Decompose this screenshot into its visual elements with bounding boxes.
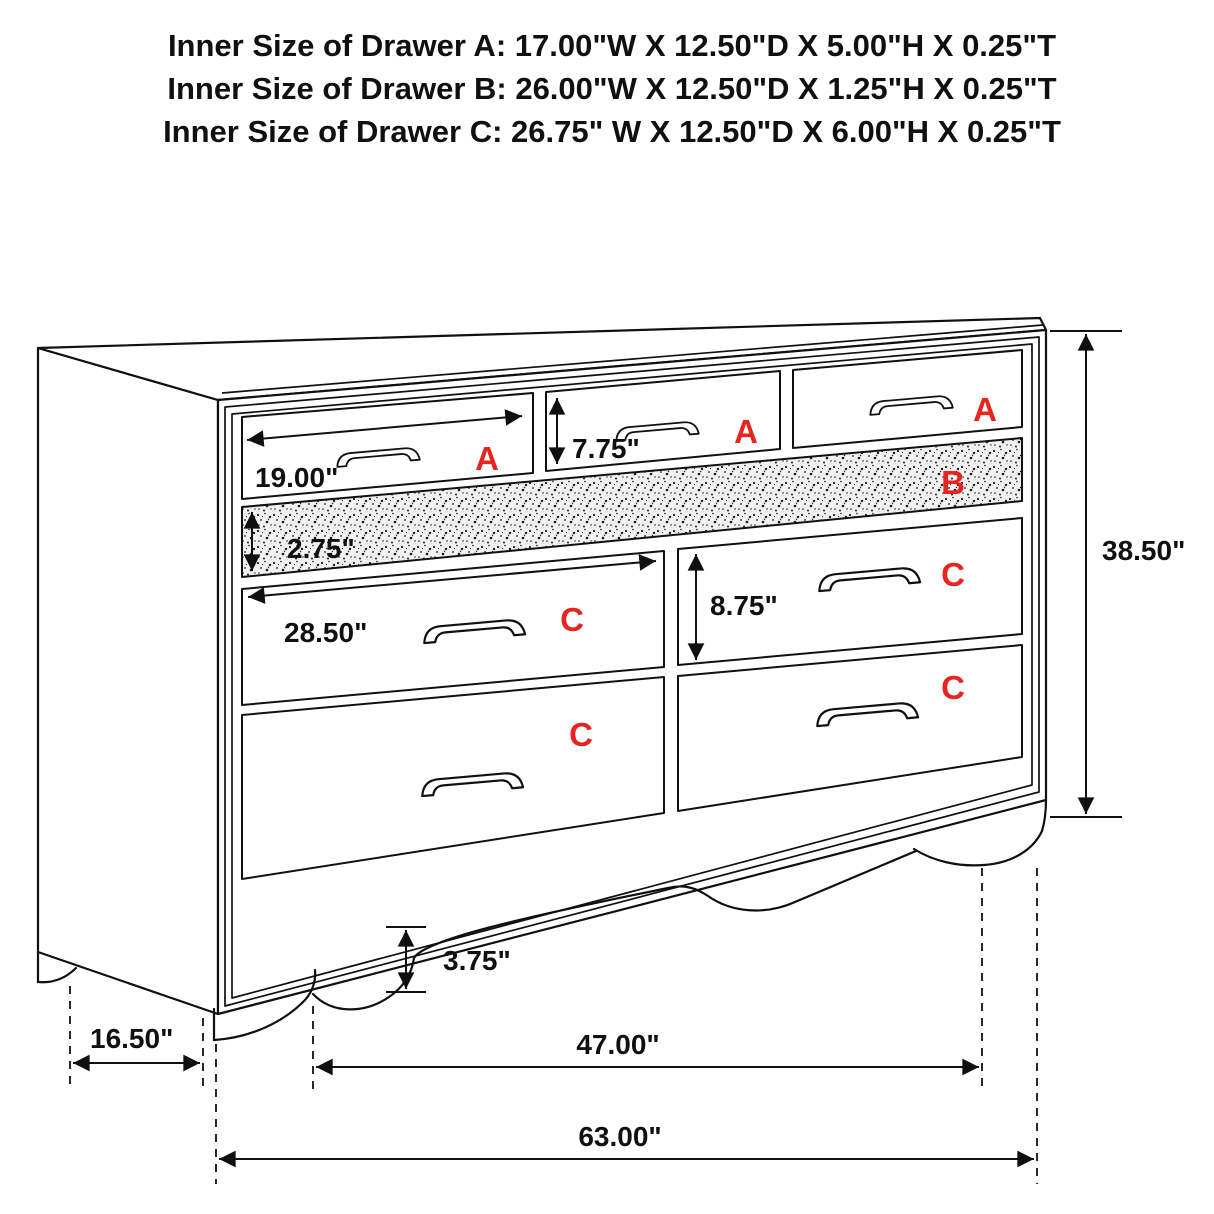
drawer-a1-handle <box>336 447 421 468</box>
drawer-c2-left-handle <box>421 772 525 798</box>
drawer-a1-label: A <box>475 440 499 477</box>
dim-arrow-drawer-c-width <box>247 554 657 604</box>
drawer-c1-right <box>677 517 1023 666</box>
dim-label-overall-height: 38.50" <box>1102 535 1185 566</box>
left-front-foot <box>212 968 317 1042</box>
dim-label-drawer-c-height: 8.75" <box>710 590 778 621</box>
dim-label-drawer-a-height: 7.75" <box>572 433 640 464</box>
drawer-c1-right-label: C <box>941 556 965 593</box>
drawer-c1-left-handle <box>423 619 527 645</box>
drawer-a2-label: A <box>734 413 758 450</box>
drawer-a3-label: A <box>973 391 997 428</box>
dim-label-drawer-a-width: 19.00" <box>255 462 338 493</box>
dim-label-drawer-c-width: 28.50" <box>284 617 367 648</box>
drawer-c1-left-label: C <box>560 601 584 638</box>
dim-arrow-drawer-a-width <box>246 409 523 447</box>
header-line-drawer-b: Inner Size of Drawer B: 26.00"W X 12.50"… <box>167 71 1056 106</box>
top-edge-molding <box>221 324 1044 394</box>
drawer-c1-right-handle <box>818 567 922 593</box>
header-line-drawer-c: Inner Size of Drawer C: 26.75" W X 12.50… <box>163 114 1061 149</box>
drawer-a2 <box>545 370 781 472</box>
drawer-c2-left-label: C <box>569 716 593 753</box>
drawer-a2-handle <box>615 421 700 442</box>
dim-label-drawer-b-height: 2.75" <box>287 533 355 564</box>
dim-label-depth: 16.50" <box>90 1023 173 1054</box>
dim-label-overall-width: 63.00" <box>578 1121 661 1152</box>
drawer-b-label: B <box>941 464 965 501</box>
dim-label-base-height: 3.75" <box>443 945 511 976</box>
base-apron-curve <box>311 849 918 1011</box>
drawer-c2-right-label: C <box>941 669 965 706</box>
drawer-b-glitter-band <box>241 437 1023 578</box>
dresser-side-panel <box>36 346 220 1016</box>
dim-label-feet-span: 47.00" <box>576 1029 659 1060</box>
front-frame-molding-outer <box>224 336 1040 1007</box>
drawer-c2-right-handle <box>816 702 920 728</box>
drawer-a3-handle <box>869 395 954 416</box>
right-front-foot <box>912 798 1048 867</box>
header-line-drawer-a: Inner Size of Drawer A: 17.00"W X 12.50"… <box>168 28 1056 63</box>
drawer-c2-right <box>677 644 1023 812</box>
front-frame-molding-inner <box>231 343 1033 999</box>
side-back-foot <box>36 950 78 984</box>
